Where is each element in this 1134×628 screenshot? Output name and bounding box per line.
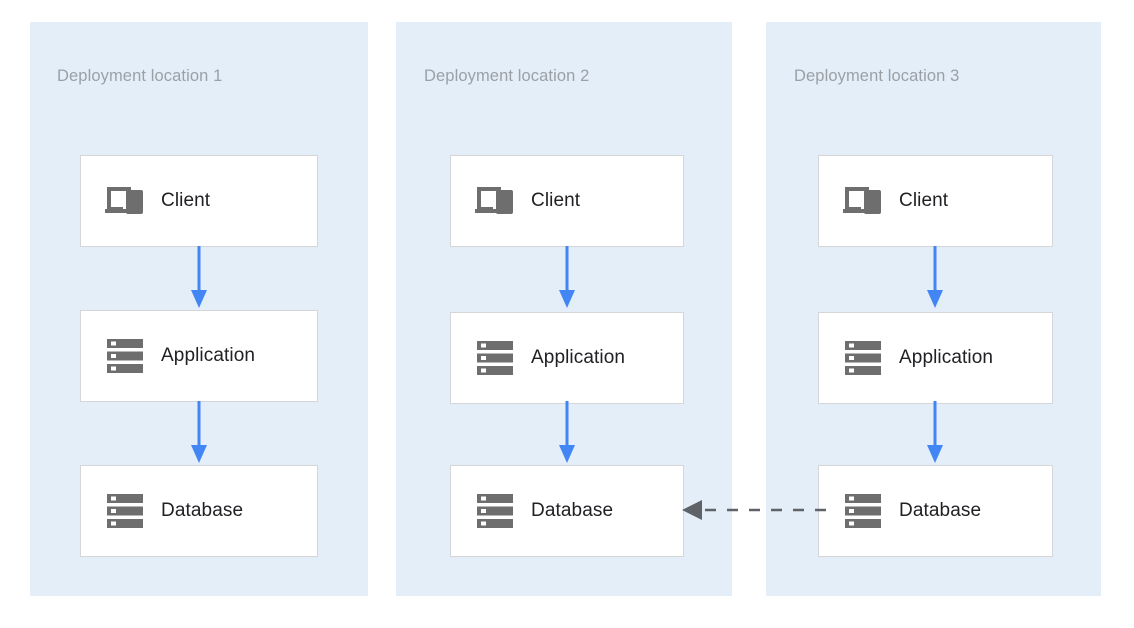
node-application-2[interactable]: Application [450, 312, 684, 404]
connector-database3-to-database2-replication [676, 498, 826, 522]
server-icon [841, 491, 885, 531]
node-label-client-2: Client [531, 190, 581, 211]
devices-icon [841, 181, 885, 221]
connector-client-to-application-3 [923, 246, 947, 310]
server-icon [103, 491, 147, 531]
node-label-client-3: Client [899, 190, 949, 211]
node-label-database-3: Database [899, 500, 982, 521]
node-label-client-1: Client [161, 190, 211, 211]
panel-title-3: Deployment location 3 [794, 67, 960, 85]
node-client-1[interactable]: Client [80, 155, 318, 247]
node-label-application-2: Application [531, 347, 626, 368]
connector-application-to-database-1 [187, 401, 211, 465]
panel-title-1: Deployment location 1 [57, 67, 223, 85]
node-client-3[interactable]: Client [818, 155, 1053, 247]
connector-application-to-database-2 [555, 401, 579, 465]
connector-application-to-database-3 [923, 401, 947, 465]
node-label-database-1: Database [161, 500, 244, 521]
node-database-3[interactable]: Database [818, 465, 1053, 557]
node-database-1[interactable]: Database [80, 465, 318, 557]
server-icon [841, 338, 885, 378]
node-label-application-3: Application [899, 347, 994, 368]
node-label-application-1: Application [161, 345, 256, 366]
devices-icon [473, 181, 517, 221]
panel-title-2: Deployment location 2 [424, 67, 590, 85]
node-database-2[interactable]: Database [450, 465, 684, 557]
server-icon [103, 336, 147, 376]
node-client-2[interactable]: Client [450, 155, 684, 247]
node-application-1[interactable]: Application [80, 310, 318, 402]
deployment-location-panel-3: Deployment location 3 Client [766, 22, 1101, 596]
node-label-database-2: Database [531, 500, 614, 521]
deployment-location-panel-2: Deployment location 2 Client [396, 22, 732, 596]
deployment-location-panel-1: Deployment location 1 Client [30, 22, 368, 596]
devices-icon [103, 181, 147, 221]
connector-client-to-application-2 [555, 246, 579, 310]
node-application-3[interactable]: Application [818, 312, 1053, 404]
connector-client-to-application-1 [187, 246, 211, 310]
server-icon [473, 491, 517, 531]
server-icon [473, 338, 517, 378]
